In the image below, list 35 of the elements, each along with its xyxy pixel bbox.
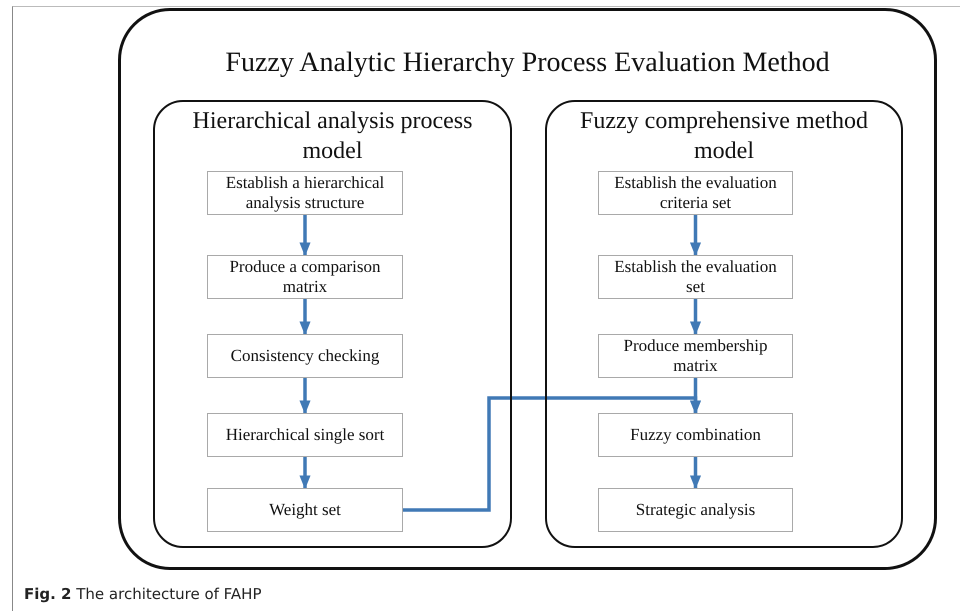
step-label: Establish the evaluation set xyxy=(613,257,778,297)
step-label: Produce a comparison matrix xyxy=(228,257,382,297)
panel xyxy=(153,100,512,548)
step-label: Produce membership matrix xyxy=(622,336,768,376)
process-box xyxy=(598,413,793,457)
step-label: Establish a hierarchical analysis structure xyxy=(224,173,386,213)
step-label: Weight set xyxy=(268,500,342,520)
arrow xyxy=(299,457,311,490)
panel xyxy=(545,100,903,548)
process-box xyxy=(207,334,403,378)
arrow xyxy=(299,299,311,336)
process-box xyxy=(207,413,403,457)
figure-caption: Fig. 2 The architecture of FAHP xyxy=(24,585,262,603)
process-box xyxy=(598,488,793,532)
step-label: Fuzzy combination xyxy=(629,425,762,445)
arrow xyxy=(690,215,702,256)
outer-frame xyxy=(118,8,937,570)
process-box xyxy=(598,171,793,215)
step-label: Establish the evaluation criteria set xyxy=(613,173,778,213)
frame-title: Fuzzy Analytic Hierarchy Process Evaluation Method xyxy=(224,47,831,79)
panel-title: Fuzzy comprehensive method model xyxy=(579,107,869,166)
process-box xyxy=(598,334,793,378)
process-box xyxy=(207,488,403,532)
process-box xyxy=(207,255,403,299)
arrow xyxy=(690,299,702,336)
step-label: Strategic analysis xyxy=(634,500,756,520)
process-box xyxy=(207,171,403,215)
process-box xyxy=(598,255,793,299)
arrow xyxy=(403,396,702,512)
arrow xyxy=(299,378,311,414)
panel-title: Hierarchical analysis process model xyxy=(192,107,474,166)
arrow xyxy=(690,457,702,490)
step-label: Hierarchical single sort xyxy=(224,425,386,445)
arrow xyxy=(299,215,311,256)
step-label: Consistency checking xyxy=(230,346,380,366)
